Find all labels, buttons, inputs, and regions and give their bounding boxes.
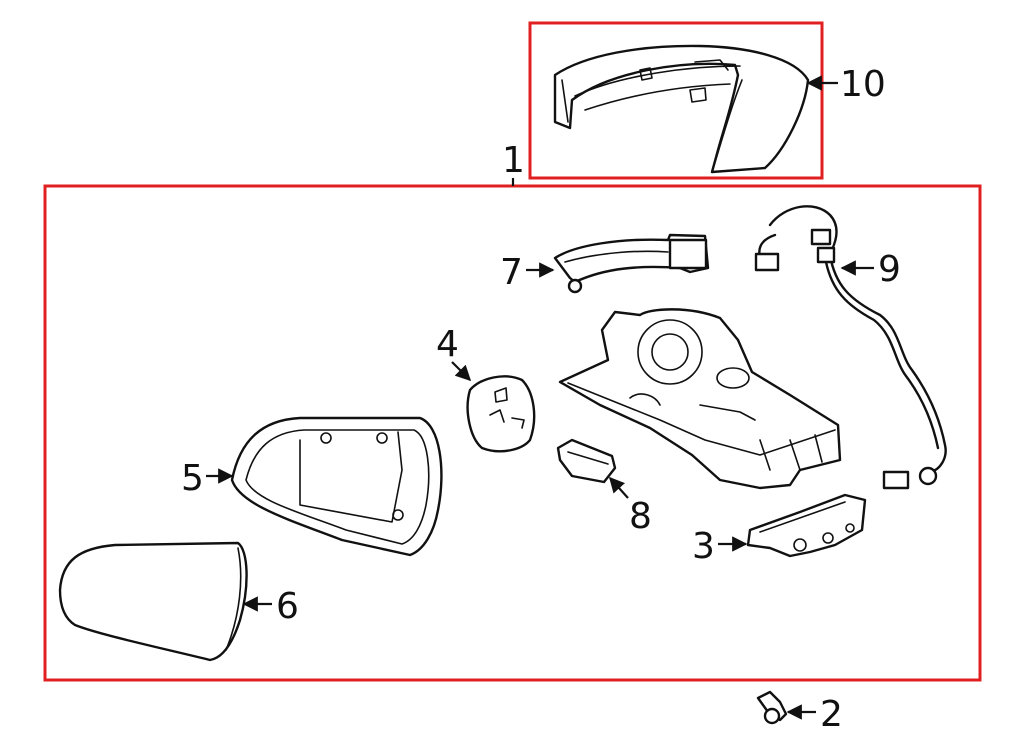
- mirror-housing-part: [230, 416, 443, 557]
- screw-part: [756, 690, 788, 725]
- backing-plate-part: [466, 375, 536, 453]
- mirror-glass-part: [58, 541, 248, 662]
- callout-7: 7: [500, 252, 523, 293]
- wiring-harness-part: [754, 205, 947, 490]
- callout-5: 5: [181, 458, 204, 499]
- turn-signal-part: [553, 233, 710, 294]
- module-part: [556, 438, 617, 484]
- callout-9: 9: [878, 249, 901, 290]
- mirror-motor-part: [746, 493, 867, 558]
- leader-8: [608, 476, 629, 499]
- callout-10: 10: [840, 64, 886, 105]
- callout-3: 3: [692, 526, 715, 567]
- leader-4: [451, 361, 472, 382]
- mirror-cover-part: [553, 44, 810, 174]
- callout-1: 1: [502, 140, 525, 181]
- mirror-base-part: [558, 308, 842, 490]
- callout-2: 2: [820, 694, 843, 735]
- callout-4: 4: [436, 324, 459, 365]
- callout-6: 6: [276, 586, 299, 627]
- callout-8: 8: [629, 496, 652, 537]
